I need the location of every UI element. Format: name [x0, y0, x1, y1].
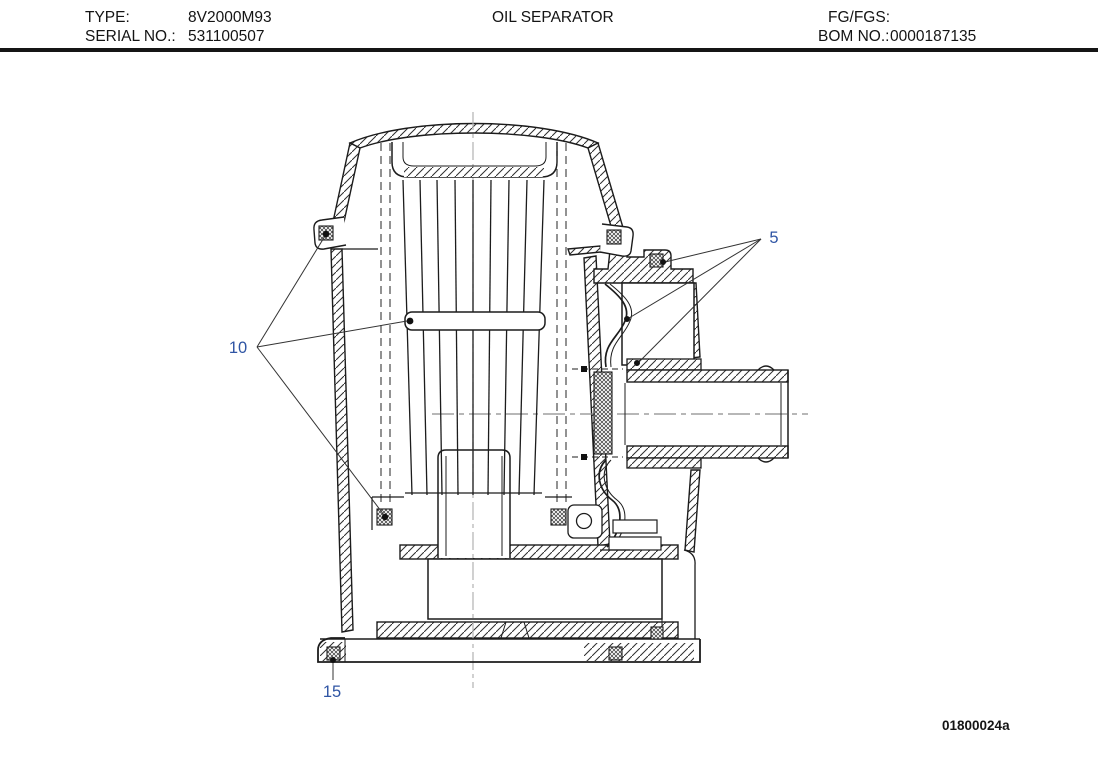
callout-15: 15	[323, 657, 341, 701]
callout-15-label: 15	[323, 683, 341, 701]
outlet-pipe	[624, 358, 789, 469]
filter-element	[371, 142, 572, 556]
header-divider	[0, 48, 1098, 52]
callout-10-label: 10	[229, 339, 247, 357]
drawing-number: 01800024a	[942, 718, 1010, 733]
base-flange	[317, 549, 701, 663]
type-value: 8V2000M93	[188, 9, 272, 26]
type-label: TYPE:	[85, 9, 130, 26]
serial-label: SERIAL NO.:	[85, 28, 176, 45]
callout-10: 10	[229, 230, 408, 516]
callout-5-label: 5	[769, 229, 778, 247]
fg-fgs-label: FG/FGS:	[828, 9, 890, 26]
bom-value: 0000187135	[890, 28, 977, 45]
serial-value: 531100507	[188, 28, 265, 45]
right-cover-assembly	[567, 283, 662, 551]
page-title: OIL SEPARATOR	[492, 9, 614, 26]
separator-housing	[320, 122, 701, 661]
callout-5: 5	[624, 229, 779, 366]
bom-label: BOM NO.:	[818, 28, 890, 45]
